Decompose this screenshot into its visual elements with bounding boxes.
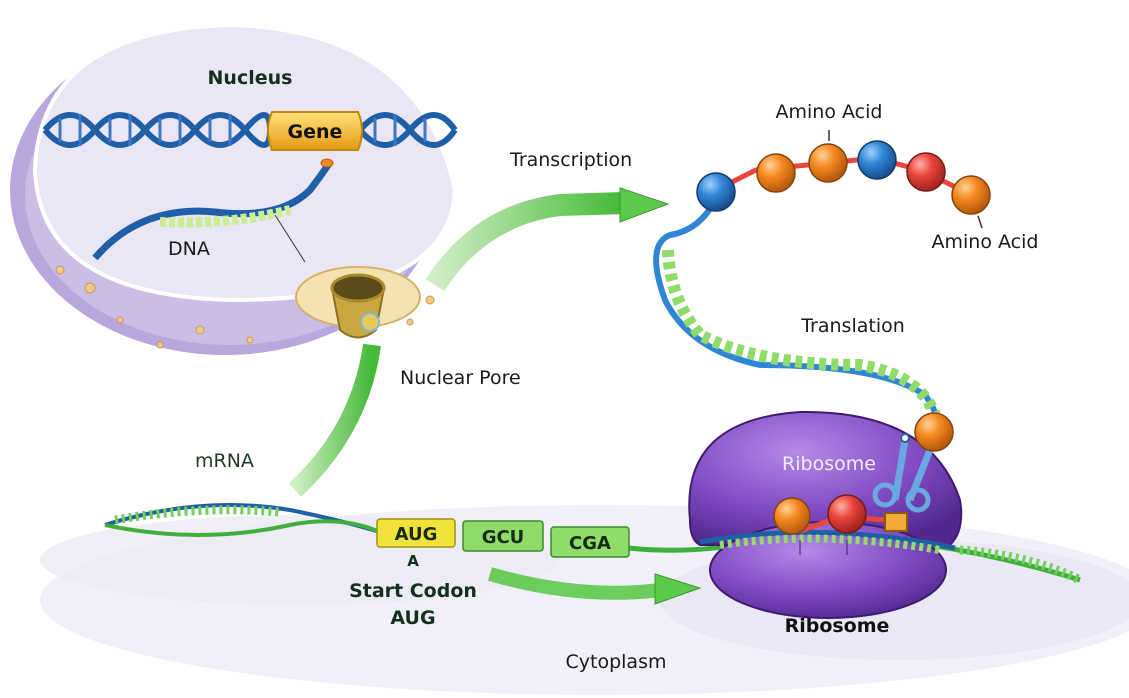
protein-chain: [696, 130, 991, 229]
codon-label: AUG: [395, 524, 438, 545]
transcription-arrow: [425, 187, 670, 292]
dna-transcript-strand: [92, 158, 334, 263]
start-codon-label: Start Codon: [349, 580, 477, 602]
nucleus-label: Nucleus: [208, 67, 293, 89]
translation-label: Translation: [800, 315, 905, 337]
to-ribosome-arrow: [488, 567, 702, 605]
start-codon-sublabel: AUG: [390, 607, 435, 629]
codon-label: CGA: [569, 533, 611, 554]
dna-label: DNA: [168, 238, 210, 260]
transcription-label: Transcription: [509, 149, 632, 171]
amino-acid-label-right: Amino Acid: [932, 231, 1039, 253]
start-codon-marker: A: [407, 552, 419, 570]
scissors-icon: [872, 433, 934, 532]
amino-acid-bead: [951, 175, 991, 215]
codon: CGA: [550, 526, 630, 558]
codon: GCU: [462, 520, 544, 552]
nuclear-pore: [295, 266, 421, 339]
amino-acid-bead: [696, 172, 736, 212]
ribosome-amino-acid: [827, 494, 867, 534]
codon-row: AUG GCU CGA: [376, 518, 630, 558]
dna-helix: [42, 112, 458, 148]
ribosome-inner-label: Ribosome: [782, 453, 876, 475]
amino-acid-bead: [906, 152, 946, 192]
codon-label: GCU: [482, 527, 525, 548]
amino-acid-bead: [857, 140, 897, 180]
dna-base-pairs: [58, 114, 427, 146]
amino-acid-label-top: Amino Acid: [776, 101, 883, 123]
amino-acid-bead: [808, 143, 848, 183]
ribosome-label: Ribosome: [785, 615, 890, 637]
cytoplasm-label: Cytoplasm: [566, 651, 667, 673]
incoming-amino-acid: [914, 412, 954, 452]
mrna-label: mRNA: [195, 450, 254, 472]
mrna-export-arrow: [288, 343, 381, 497]
trna-strand: [653, 198, 941, 427]
amino-acid-bead: [756, 153, 796, 193]
gene-label: Gene: [288, 121, 343, 143]
gene-segment: Gene: [267, 111, 363, 151]
ribosome-amino-acid: [773, 497, 811, 535]
ribosome: [688, 410, 963, 619]
nuclear-pore-label: Nuclear Pore: [400, 367, 521, 389]
codon-start: AUG: [376, 518, 456, 548]
